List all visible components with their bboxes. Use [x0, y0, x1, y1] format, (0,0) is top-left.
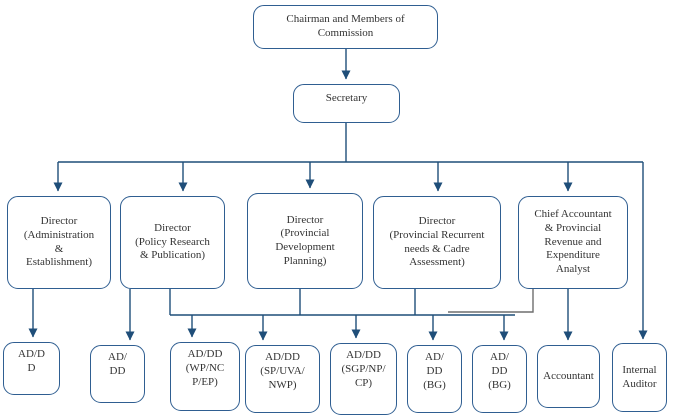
- node-director-provincial-recurrent-cadre: Director (Provincial Recurrent needs & C…: [373, 196, 501, 289]
- node-ad-dd-sp-uva-nwp: AD/DD (SP/UVA/ NWP): [245, 345, 320, 413]
- node-director-administration-establishment: Director (Administration & Establishment…: [7, 196, 111, 289]
- node-ad-dd-1: AD/D D: [3, 342, 60, 395]
- node-chairman: Chairman and Members of Commission: [253, 5, 438, 49]
- node-internal-auditor: Internal Auditor: [612, 343, 667, 412]
- node-ad-dd-bg-1: AD/ DD (BG): [407, 345, 462, 413]
- node-director-provincial-development-planning: Director (Provincial Development Plannin…: [247, 193, 363, 289]
- node-chief-accountant: Chief Accountant & Provincial Revenue an…: [518, 196, 628, 289]
- node-ad-dd-sgp-np-cp: AD/DD (SGP/NP/ CP): [330, 343, 397, 415]
- node-ad-dd-bg-2: AD/ DD (BG): [472, 345, 527, 413]
- node-ad-dd-wp-nc-p-ep: AD/DD (WP/NC P/EP): [170, 342, 240, 411]
- node-secretary: Secretary: [293, 84, 400, 123]
- node-ad-dd-2: AD/ DD: [90, 345, 145, 403]
- node-director-policy-research-publication: Director (Policy Research & Publication): [120, 196, 225, 289]
- node-accountant: Accountant: [537, 345, 600, 408]
